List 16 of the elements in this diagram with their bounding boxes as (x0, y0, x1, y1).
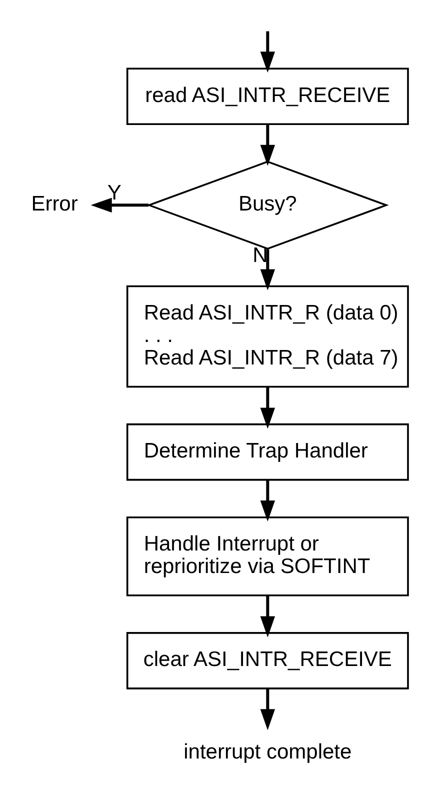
node-box: Read ASI_INTR_R (data 0) . . . Read ASI_INTR_R (data 7) (126, 284, 409, 388)
node-text: Error (31, 192, 78, 216)
edge-label: Y (107, 180, 122, 204)
arrow (260, 595, 276, 637)
node-box: clear ASI_INTR_RECEIVE (126, 632, 409, 689)
node-box: read ASI_INTR_RECEIVE (126, 67, 409, 125)
arrow (260, 688, 276, 730)
arrow (90, 197, 148, 212)
arrow (260, 30, 276, 72)
node-box: Determine Trap Handler (126, 422, 409, 480)
arrow (260, 248, 276, 290)
arrow (260, 124, 276, 166)
arrow (260, 480, 276, 522)
arrow (260, 386, 276, 428)
node-box: Handle Interrupt or reprioritize via SOFTINT (126, 516, 409, 596)
node-text: interrupt complete (184, 740, 352, 764)
